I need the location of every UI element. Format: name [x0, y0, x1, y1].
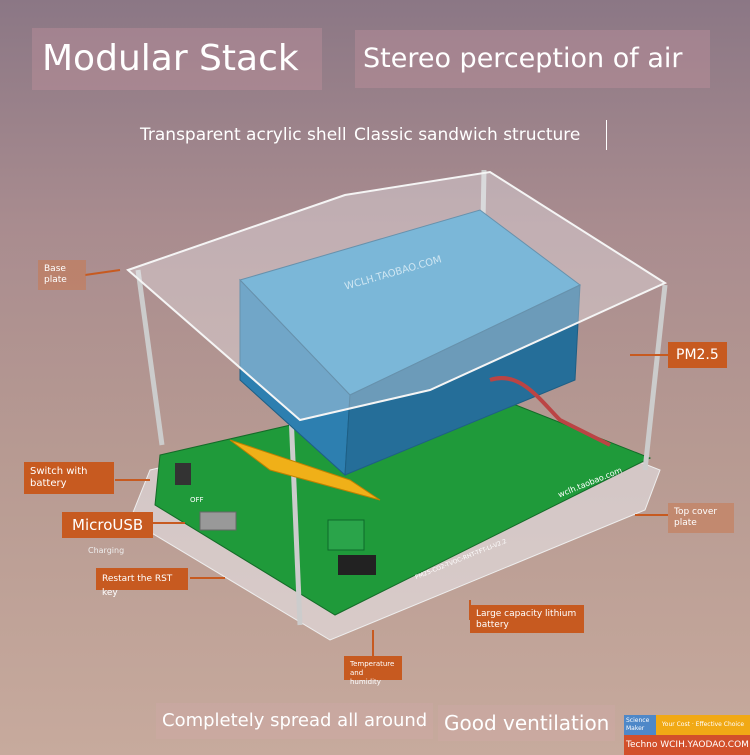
standoff-rod	[135, 269, 165, 446]
logo-site: WCIH.YAODAO.COM	[660, 740, 749, 750]
footer-right-label: Good ventilation	[438, 705, 616, 741]
callout-microusb: MicroUSB	[62, 512, 154, 538]
callout-top-cover: Top cover plate	[668, 503, 734, 533]
callout-battery: Large capacity lithium battery	[470, 605, 584, 633]
footer-left-label: Completely spread all around	[156, 703, 434, 739]
callout-restart: Restart the RST key	[96, 568, 188, 598]
sensor-side	[344, 284, 581, 476]
charging-label: Charging	[88, 546, 125, 555]
temp-sensor-board	[327, 519, 365, 551]
cable	[489, 376, 611, 447]
feature-shell: Transparent acrylic shell	[140, 125, 347, 145]
logo-slogan: Your Cost · Effective Choice	[656, 715, 750, 735]
usb-port-part	[199, 511, 237, 531]
callout-temperature: Temperature and humidity	[344, 656, 402, 686]
standoff-rod	[642, 284, 668, 471]
logo-brand-top: Science Maker	[624, 715, 656, 735]
feature-structure: Classic sandwich structure	[354, 120, 608, 150]
callout-base-plate: Base plate	[38, 260, 86, 290]
standoff-rod	[287, 389, 303, 626]
logo-brand: Techno	[626, 740, 658, 750]
pin-header	[338, 555, 376, 575]
top-acrylic-shell	[126, 170, 668, 422]
brand-logo: Science Maker Your Cost · Effective Choi…	[624, 715, 750, 755]
callout-switch: Switch with battery	[24, 462, 114, 494]
callout-pm25: PM2.5	[668, 342, 727, 368]
switch-part	[175, 463, 191, 485]
page-subtitle: Stereo perception of air	[355, 30, 710, 88]
off-label: OFF	[190, 496, 204, 504]
page-title: Modular Stack	[32, 28, 322, 90]
battery	[229, 439, 381, 501]
